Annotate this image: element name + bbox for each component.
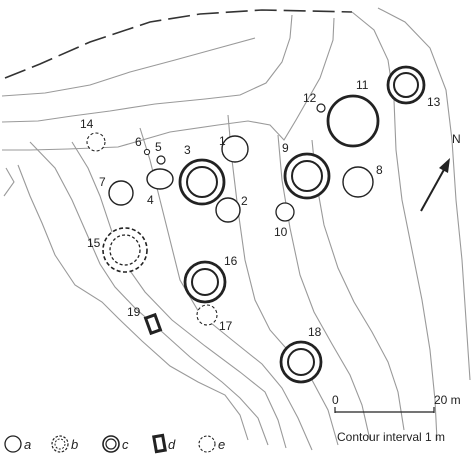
legend-symbol-c-inner (105, 438, 117, 450)
scale-start-label: 0 (332, 393, 339, 407)
feature-17[interactable]: 17 (196, 304, 233, 333)
legend-symbol-a (4, 435, 22, 453)
scale-bar: 0 20 m Contour interval 1 m (332, 393, 461, 444)
feature-9-label: 9 (282, 141, 289, 155)
legend-label-b: b (71, 437, 78, 452)
legend-label-c: c (122, 437, 129, 452)
feature-18-inner-ring (287, 348, 315, 376)
contour-line-2 (1, 14, 293, 123)
legend-symbol-e (198, 435, 216, 453)
legend-item-d: d (152, 433, 176, 454)
legend: a b c d e (4, 433, 225, 454)
feature-1-label: 1 (219, 134, 226, 148)
feature-10[interactable]: 10 (274, 202, 295, 239)
feature-10-circle (275, 202, 295, 222)
legend-item-c: c (102, 435, 129, 453)
feature-19-rect (143, 312, 163, 336)
legend-label-a: a (24, 437, 31, 452)
feature-13[interactable]: 13 (386, 65, 441, 109)
legend-label-e: e (218, 437, 225, 452)
feature-11-label: 11 (356, 78, 369, 92)
feature-1-circle (221, 135, 249, 163)
feature-12-circle (316, 103, 326, 113)
feature-17-circle (196, 304, 218, 326)
feature-18-label: 18 (308, 325, 322, 339)
feature-15[interactable]: 15 (87, 227, 148, 273)
feature-9-inner-ring (291, 160, 323, 192)
feature-16-inner-ring (191, 268, 219, 296)
feature-4-ellipse (146, 168, 174, 190)
legend-symbol-b-inner (54, 438, 66, 450)
feature-19-label: 19 (127, 305, 141, 319)
feature-7-circle (108, 180, 134, 206)
features-layer: 1 2 3 4 5 6 7 (80, 65, 441, 384)
feature-11[interactable]: 11 (326, 78, 380, 148)
feature-17-label: 17 (219, 319, 233, 333)
feature-5[interactable]: 5 (155, 140, 166, 165)
feature-7[interactable]: 7 (99, 175, 134, 206)
feature-8[interactable]: 8 (342, 163, 383, 198)
feature-3[interactable]: 3 (178, 143, 226, 206)
legend-item-b: b (51, 435, 78, 453)
north-label: N (452, 132, 461, 146)
feature-13-label: 13 (427, 95, 441, 109)
feature-14-circle (86, 132, 106, 152)
contour-interval-note: Contour interval 1 m (337, 430, 445, 444)
contour-line-11 (351, 11, 438, 441)
north-arrow: N (420, 132, 461, 212)
contour-line-5 (29, 141, 269, 446)
feature-5-label: 5 (155, 140, 162, 154)
legend-label-d: d (168, 437, 176, 452)
feature-14[interactable]: 14 (80, 117, 106, 152)
feature-7-label: 7 (99, 175, 106, 189)
feature-9[interactable]: 9 (282, 141, 331, 200)
feature-16-label: 16 (224, 254, 238, 268)
feature-8-label: 8 (376, 163, 383, 177)
feature-11-circle (326, 94, 380, 148)
contour-line-8 (227, 114, 339, 446)
feature-12-label: 12 (303, 91, 317, 105)
feature-6[interactable]: 6 (135, 135, 151, 156)
site-boundary-dashed (4, 9, 353, 79)
feature-2-circle (215, 197, 241, 223)
feature-2[interactable]: 2 (215, 194, 248, 223)
feature-6-label: 6 (135, 135, 142, 149)
feature-10-label: 10 (274, 225, 288, 239)
contour-line-12 (377, 7, 471, 381)
feature-8-circle (342, 166, 374, 198)
contour-line-13 (3, 167, 15, 197)
legend-symbol-d (152, 433, 167, 454)
contour-line-9 (277, 134, 371, 441)
feature-4-label: 4 (147, 193, 154, 207)
north-arrow-head (439, 158, 450, 173)
feature-3-label: 3 (184, 143, 191, 157)
feature-14-label: 14 (80, 117, 94, 131)
feature-12[interactable]: 12 (303, 91, 326, 113)
contour-line-1 (1, 37, 256, 97)
feature-16[interactable]: 16 (183, 254, 238, 304)
feature-4[interactable]: 4 (146, 168, 174, 207)
contour-line-3 (2, 17, 335, 151)
feature-6-circle (143, 148, 151, 156)
legend-item-a: a (4, 435, 31, 453)
feature-15-label: 15 (87, 236, 101, 250)
feature-15-inner-ring (109, 234, 141, 266)
north-arrow-shaft (420, 165, 447, 212)
contour-line-4 (17, 164, 249, 441)
feature-18[interactable]: 18 (279, 325, 323, 384)
feature-3-inner-ring (186, 166, 218, 198)
feature-1[interactable]: 1 (219, 134, 249, 163)
feature-2-label: 2 (241, 194, 248, 208)
scale-end-label: 20 m (434, 393, 461, 407)
legend-item-e: e (198, 435, 225, 453)
feature-5-circle (156, 155, 166, 165)
feature-13-inner-ring (393, 72, 419, 98)
feature-19[interactable]: 19 (127, 305, 163, 336)
contour-line-6 (71, 141, 287, 449)
